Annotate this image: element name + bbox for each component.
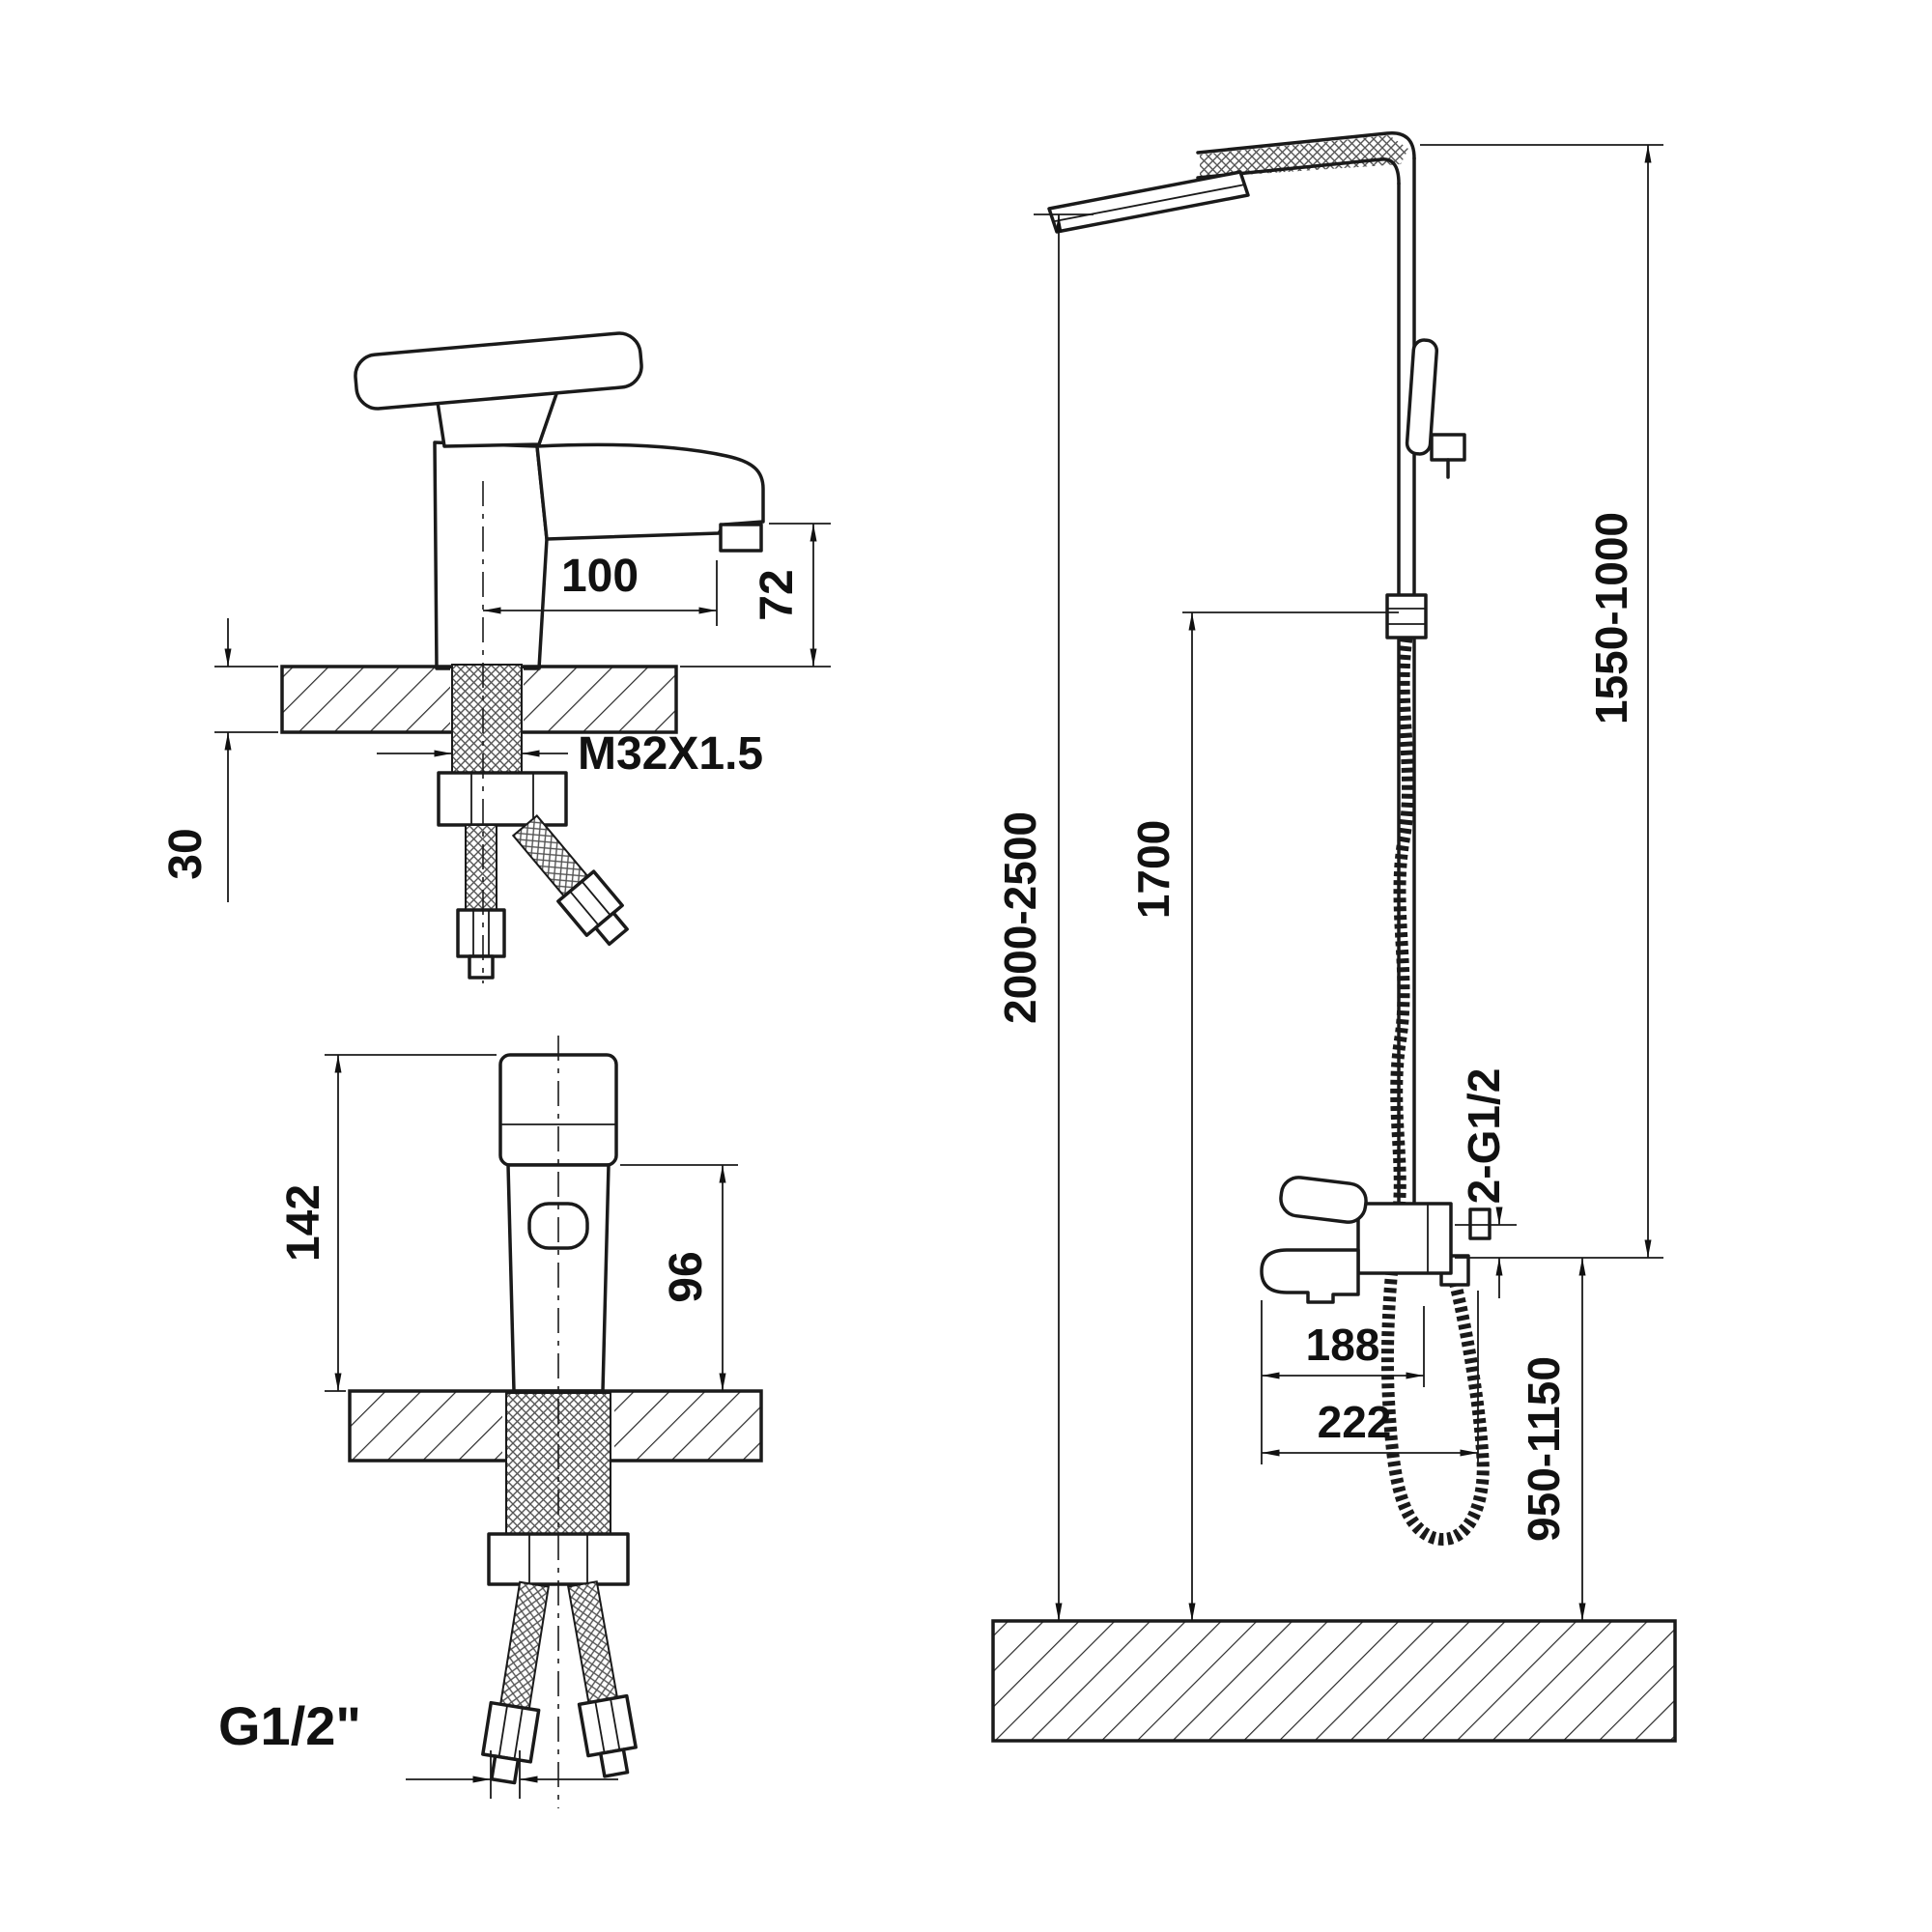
shower-arm-bottom-edge: [1196, 157, 1401, 185]
dim-total-height-group: 142: [278, 1054, 497, 1392]
tub-spout: [1260, 1248, 1360, 1304]
shower-arm-top-edge: [1196, 131, 1416, 160]
dim-label-deck-thickness: 30: [160, 828, 212, 879]
shower-arm-fill: [1200, 135, 1408, 178]
dim-label-spout-reach: 188: [1306, 1320, 1380, 1370]
faucet-spout: [535, 442, 765, 541]
dim-label-spout-reach: 100: [561, 551, 639, 602]
thread-spec-label: M32X1.5: [578, 728, 763, 780]
shower-hose: [1380, 637, 1490, 1546]
wall-union: [1468, 1208, 1492, 1240]
dim-label-column-height: 1700: [1128, 820, 1179, 919]
floor-section: [991, 1619, 1677, 1743]
supply-hose-angled: [511, 814, 629, 947]
dim-label-total-height: 142: [278, 1184, 329, 1262]
dim-column-height-group: 1700: [1128, 611, 1399, 1621]
dim-deck-thickness-group: 30: [160, 618, 278, 902]
dim-body-height-group: 96: [620, 1164, 738, 1391]
dim-overall-height-group: 2000-2500: [995, 213, 1094, 1621]
supply-hose-left: [481, 1580, 550, 1785]
hand-shower: [1405, 338, 1439, 456]
rain-shower-head: [1047, 170, 1250, 234]
shower-holder-knob: [1430, 433, 1466, 462]
dim-label-mixer-height: 950-1150: [1519, 1356, 1569, 1542]
dim-spout-reach-group: 100: [483, 551, 718, 626]
basin-faucet-side-view: 100 72 30 M32X1.5: [160, 331, 831, 983]
thread-spec-group: M32X1.5: [377, 728, 763, 780]
shower-system-view: 2000-2500 1700 1550-1000 2-G1/2: [991, 131, 1677, 1743]
dim-label-spout-overall: 222: [1318, 1397, 1392, 1447]
dim-label-overall-height: 2000-2500: [995, 811, 1045, 1024]
faucet-handle: [354, 331, 643, 411]
supply-hose-right: [567, 1580, 638, 1778]
threaded-shank: [451, 664, 523, 774]
dim-label-body-height: 96: [661, 1251, 712, 1302]
mixer-body: [1356, 1202, 1453, 1275]
faucet-aerator: [719, 523, 763, 553]
dim-label-riser-range: 1550-1000: [1586, 512, 1636, 724]
faucet-body: [433, 440, 549, 670]
inlet-spec-group: 2-G1/2: [1455, 1068, 1517, 1298]
inlet-spec-label: 2-G1/2: [1459, 1068, 1509, 1205]
dim-spout-height-group: 72: [680, 523, 831, 668]
mounting-nut: [437, 771, 568, 827]
hose-thread-group: G1/2": [218, 1695, 618, 1799]
basin-faucet-front-view: 142 96 G1/2": [218, 1036, 763, 1808]
mixer-handle: [1279, 1176, 1368, 1224]
dim-label-spout-height: 72: [752, 569, 803, 620]
dim-spout-reach-group-shower: 188 222: [1261, 1291, 1479, 1464]
hose-thread-label: G1/2": [218, 1695, 361, 1756]
dim-riser-range-group: 1550-1000: [1420, 144, 1663, 1259]
supply-hose-straight: [456, 824, 506, 980]
slide-fitting: [1385, 593, 1428, 639]
dim-mixer-height-group: 950-1150: [1519, 1258, 1586, 1621]
